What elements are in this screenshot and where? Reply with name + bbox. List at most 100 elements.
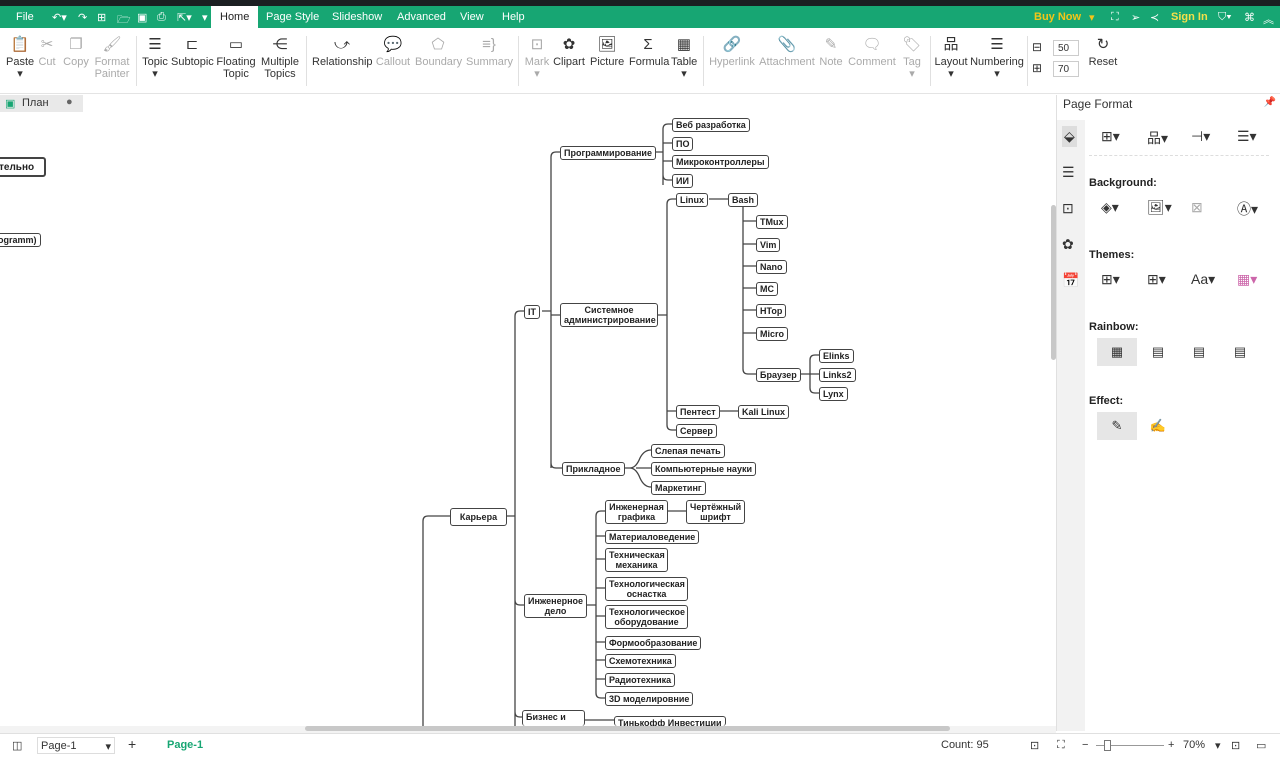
topic-node[interactable]: Маркетинг [651,481,706,495]
color-map-icon[interactable]: ▦▾ [1237,271,1258,287]
customize-icon[interactable]: ▾ [202,12,208,24]
topic-node[interactable]: Системное администрирование [560,303,658,327]
new-icon[interactable]: ⊞ [97,12,107,24]
page-panel-icon[interactable]: ◫ [12,740,23,752]
zoom-slider[interactable] [1096,745,1164,746]
theme-icon[interactable]: ⊞▾ [1101,271,1120,287]
floating-topic-button[interactable]: ▭Floating Topic [216,36,256,80]
topic-node-career[interactable]: Карьера [450,508,507,526]
tab-slideshow[interactable]: Slideshow [332,11,383,23]
remove-background-icon[interactable]: ⊠ [1191,199,1203,215]
add-page-icon[interactable]: + [128,736,137,752]
theme-font-icon[interactable]: Aa▾ [1191,271,1216,287]
topic-node[interactable]: ИИ [672,174,693,188]
topic-node[interactable]: Веб разработка [672,118,750,132]
topic-node[interactable]: Elinks [819,349,854,363]
topic-node[interactable]: Linux [676,193,708,207]
page-format-tab-icon[interactable]: ⬙ [1062,126,1077,147]
apps-icon[interactable]: ⌘ [1244,12,1255,24]
attachment-button[interactable]: 📎Attachment [759,36,815,68]
topic-node[interactable]: Vim [756,238,781,252]
topic-node[interactable]: Kali Linux [738,405,790,419]
topic-node[interactable]: Сервер [676,424,717,438]
structure-icon[interactable]: ⊞▾ [1101,128,1120,144]
background-image-icon[interactable]: 🖼▾ [1147,199,1172,215]
export-icon[interactable]: ⇱▾ [177,12,192,24]
numbering-icon[interactable]: ☰▾ [1237,128,1257,144]
topic-node[interactable]: Links2 [819,368,856,382]
save-icon[interactable]: ▣ [137,12,148,24]
multiple-topics-button[interactable]: ⋲Multiple Topics [260,36,300,80]
hyperlink-button[interactable]: 🔗Hyperlink [707,36,757,68]
collapse-ribbon-icon[interactable]: ︽ [1263,14,1274,26]
topic-node[interactable]: ПО [672,137,694,151]
format-painter-button[interactable]: 🖌Format Painter [94,36,130,80]
horizontal-scrollbar[interactable] [305,726,950,731]
send-icon[interactable]: ➢ [1131,12,1141,24]
file-menu[interactable]: File [16,11,34,23]
topic-node[interactable]: HTop [756,304,787,318]
fit-width-icon[interactable]: ⊡ [1231,740,1241,752]
topic-node[interactable]: Бизнес и [522,710,585,726]
effect-normal[interactable]: ✎ [1097,412,1137,440]
buy-now-button[interactable]: Buy Now [1034,11,1082,23]
collapse-panel-icon[interactable]: ▭ [1256,740,1267,752]
rainbow-option-none[interactable]: ▦ [1097,338,1137,366]
paste-button[interactable]: 📋Paste▾ [6,36,35,80]
topic-node[interactable]: Техническая механика [605,548,668,572]
fit-page-icon[interactable]: ⊡ [1030,740,1040,752]
topic-node[interactable]: TMux [756,215,788,229]
print-icon[interactable]: ⎙ [157,11,166,23]
pin-icon[interactable]: 📌 [1263,97,1276,108]
note-button[interactable]: ✎Note [818,36,844,68]
open-icon[interactable]: 🗁 [117,14,131,26]
rainbow-option-3[interactable]: ▤ [1192,344,1206,359]
zoom-in-icon[interactable]: + [1168,739,1175,751]
tab-view[interactable]: View [460,11,484,23]
topic-node[interactable]: Микроконтроллеры [672,155,769,169]
topic-node[interactable]: Компьютерные науки [651,462,756,476]
topic-node[interactable]: тельно [0,157,46,177]
topic-node[interactable]: Nano [756,260,787,274]
document-tab[interactable]: ▣ План ● [0,95,83,112]
mark-button[interactable]: ⊡Mark▾ [524,36,550,80]
shirt-icon[interactable]: ⛉▾ [1218,11,1232,23]
page-select[interactable]: Page-1▾ [37,737,115,754]
topic-node[interactable]: Lynx [819,387,848,401]
outline-tab-icon[interactable]: ☰ [1062,164,1075,180]
topic-node[interactable]: Программирование [560,146,656,160]
mind-map-canvas[interactable] [0,112,1053,726]
topic-node[interactable]: Чертёжный шрифт [686,500,745,524]
zoom-level[interactable]: 70% [1183,739,1206,751]
subtopic-button[interactable]: ⊏Subtopic [171,36,214,68]
topic-node-it[interactable]: IT [524,305,540,319]
fullscreen-icon[interactable]: ⛶ [1057,739,1065,751]
page-tab[interactable]: Page-1 [167,739,204,751]
topic-button[interactable]: ☰Topic▾ [140,36,170,80]
connector-icon[interactable]: ⊣▾ [1191,128,1211,144]
topic-node[interactable]: Bash [728,193,759,207]
topic-node[interactable]: Инженерное дело [524,594,587,618]
relationship-button[interactable]: ⤻Relationship [312,36,373,68]
topic-node[interactable]: Micro [756,327,789,341]
horizontal-spacing-input[interactable]: 50 [1053,40,1079,56]
vertical-scrollbar[interactable] [1051,205,1056,360]
fill-color-icon[interactable]: ◈▾ [1101,199,1119,215]
zoom-out-icon[interactable]: − [1082,739,1089,751]
callout-button[interactable]: 💬Callout [375,36,411,68]
rainbow-option-4[interactable]: ▤ [1233,344,1247,359]
tag-button[interactable]: 🏷Tag▾ [900,36,924,80]
topic-node[interactable]: MC [756,282,778,296]
tab-home[interactable]: Home [211,6,259,28]
vertical-spacing-input[interactable]: 70 [1053,61,1079,77]
table-button[interactable]: ▦Table▾ [671,36,698,80]
redo-icon[interactable]: ↷ [78,12,88,24]
topic-node[interactable]: Формообразование [605,636,702,650]
topic-node[interactable]: Материаловедение [605,530,700,544]
topic-node[interactable]: ogramm) [0,233,41,247]
theme-color-icon[interactable]: ⊞▾ [1147,271,1166,287]
topic-node[interactable]: Инженерная графика [605,500,668,524]
fullscreen-icon[interactable]: ⛶ [1111,11,1119,23]
